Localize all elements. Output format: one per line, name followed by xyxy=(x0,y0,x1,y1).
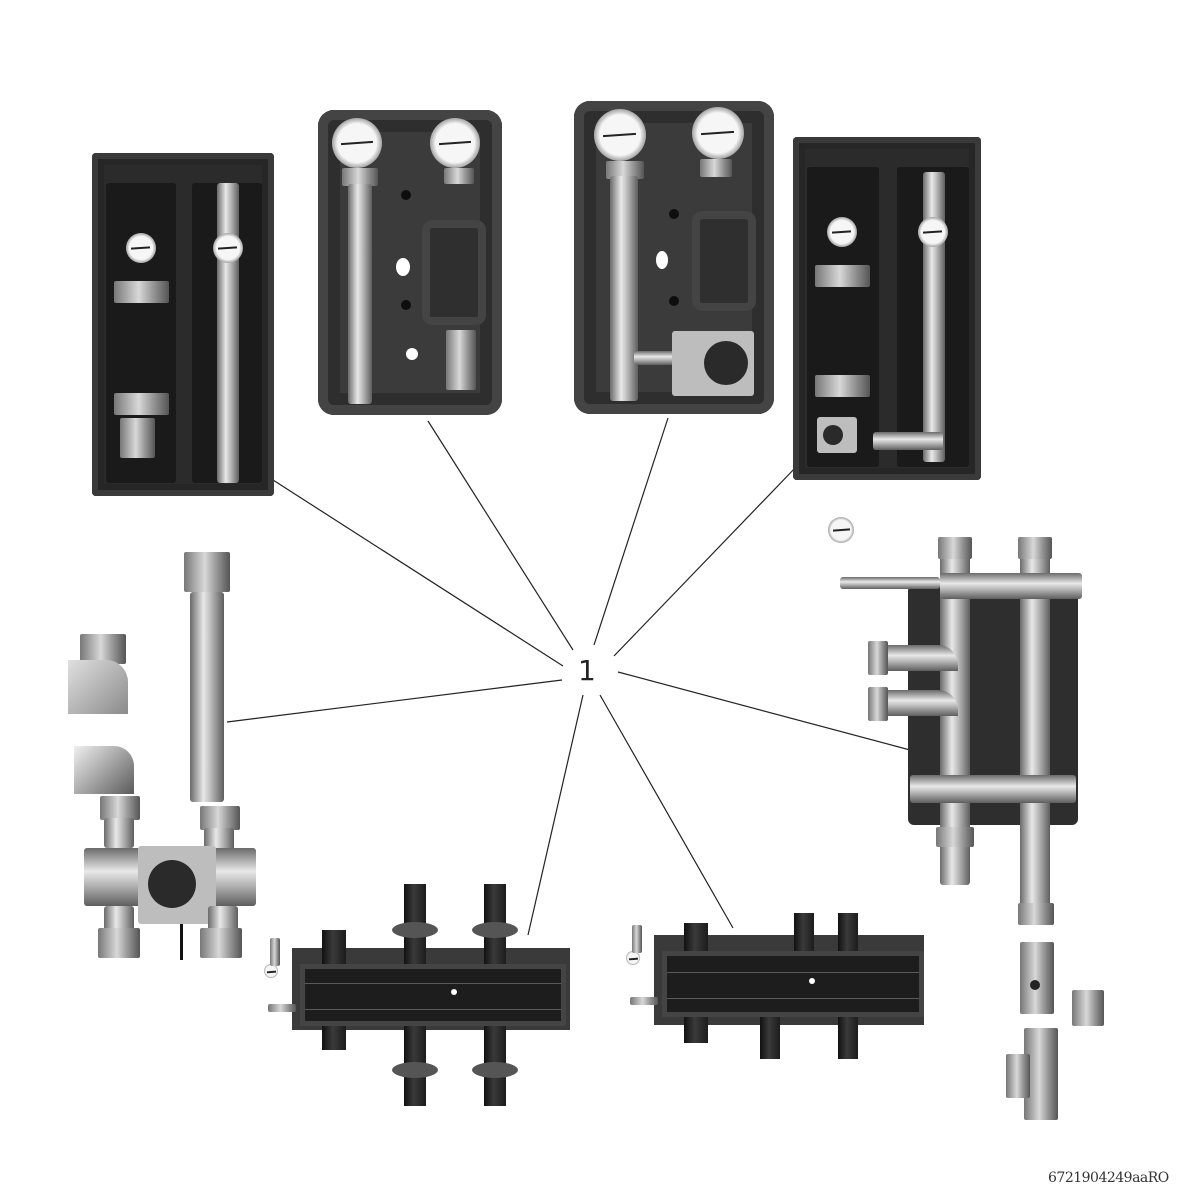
thermometer-icon xyxy=(430,118,480,168)
pressure-gauge-icon xyxy=(828,517,854,543)
manifold-compact xyxy=(622,905,927,1065)
manifold-with-clamps xyxy=(260,880,572,1110)
elbow-fitting-chrome xyxy=(74,746,134,794)
pump-group-unmixed xyxy=(318,110,502,415)
pressure-gauge-icon xyxy=(626,951,640,965)
callout-number: 1 xyxy=(578,654,596,687)
valve-actuator xyxy=(672,331,754,396)
pressure-gauge-icon xyxy=(264,964,278,978)
valve-actuator xyxy=(138,846,216,924)
thermometer-icon xyxy=(594,109,646,161)
valve-actuator xyxy=(817,417,857,453)
hydraulic-separator xyxy=(828,515,1090,930)
figure-reference-code: 6721904249aaRO xyxy=(1048,1170,1169,1186)
thermometer-icon xyxy=(827,217,857,247)
pump-group-tall-right xyxy=(793,137,981,480)
pump-group-tall-left xyxy=(92,153,274,496)
actuator-knob-icon xyxy=(704,341,748,385)
mixing-valve-kit xyxy=(60,548,260,968)
elbow-fitting xyxy=(68,660,128,714)
pump-group-mixed xyxy=(574,101,774,414)
nipple-fitting xyxy=(1072,990,1104,1026)
thermometer-icon xyxy=(332,118,382,168)
thermometer-icon xyxy=(213,233,243,263)
thermometer-icon xyxy=(692,107,744,159)
accessory-fittings xyxy=(1000,940,1110,1140)
ball-valve xyxy=(1020,942,1054,1014)
thermometer-icon xyxy=(918,217,948,247)
actuator-knob-icon xyxy=(148,860,196,908)
thermometer-icon xyxy=(126,233,156,263)
